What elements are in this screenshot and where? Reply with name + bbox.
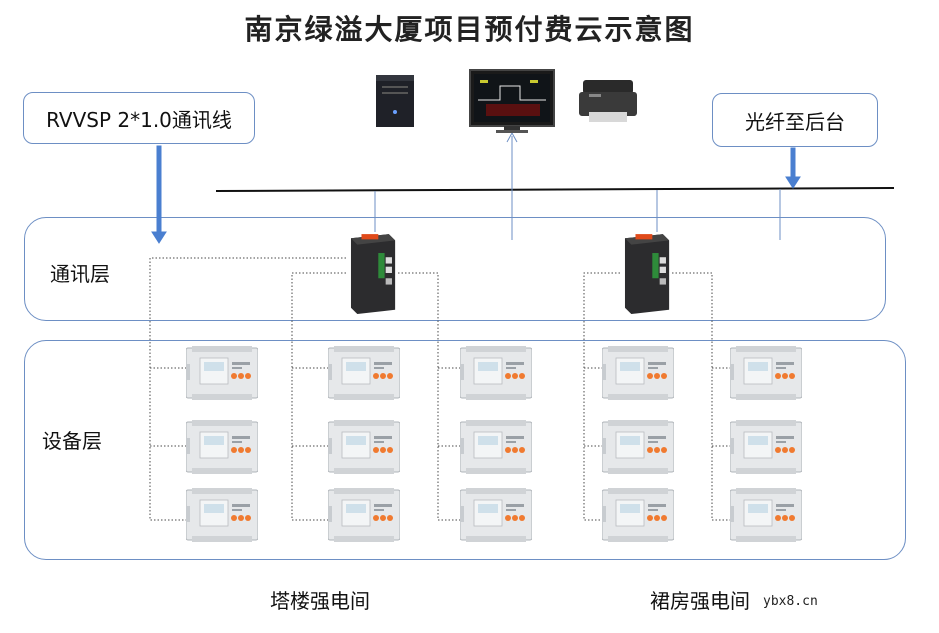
meter-icon <box>730 346 802 400</box>
cable-callout: RVVSP 2*1.0通讯线 <box>23 92 255 144</box>
meter-icon <box>602 346 674 400</box>
diagram-title: 南京绿溢大厦项目预付费云示意图 <box>244 13 695 46</box>
tower-wiring <box>149 257 462 521</box>
tower-room-label: 塔楼强电间 <box>270 589 370 613</box>
meter-icon <box>602 488 674 542</box>
printer-icon <box>579 80 637 122</box>
communication-layer-label: 通讯层 <box>50 262 110 286</box>
server-tower-icon <box>376 75 414 127</box>
meter-icon <box>602 420 674 474</box>
meter-icon <box>328 346 400 400</box>
fiber-arrow <box>785 147 801 189</box>
watermark-text: ybx8.cn <box>763 594 818 609</box>
fiber-callout-text: 光纤至后台 <box>745 109 845 134</box>
meter-icon <box>460 488 532 542</box>
meter-icon <box>460 346 532 400</box>
meter-icon <box>328 488 400 542</box>
communication-layer-box <box>24 217 886 321</box>
meter-icon <box>186 420 258 474</box>
podium-room-label: 裙房强电间 <box>650 589 750 613</box>
meter-icon <box>186 488 258 542</box>
cable-arrow <box>151 145 167 244</box>
monitor-icon <box>469 69 555 133</box>
cable-callout-text: RVVSP 2*1.0通讯线 <box>46 107 232 132</box>
gateway-icon <box>350 234 396 314</box>
meter-icon <box>186 346 258 400</box>
meter-icon <box>730 488 802 542</box>
fiber-callout: 光纤至后台 <box>712 93 878 147</box>
podium-wiring <box>583 272 732 521</box>
meter-icon <box>328 420 400 474</box>
gateway-icon <box>624 234 670 314</box>
meter-icon <box>730 420 802 474</box>
device-layer-box <box>24 340 906 560</box>
meter-icon <box>460 420 532 474</box>
backbone-bus-line <box>215 187 895 192</box>
meter-grid <box>186 346 802 542</box>
device-layer-label: 设备层 <box>42 429 102 453</box>
